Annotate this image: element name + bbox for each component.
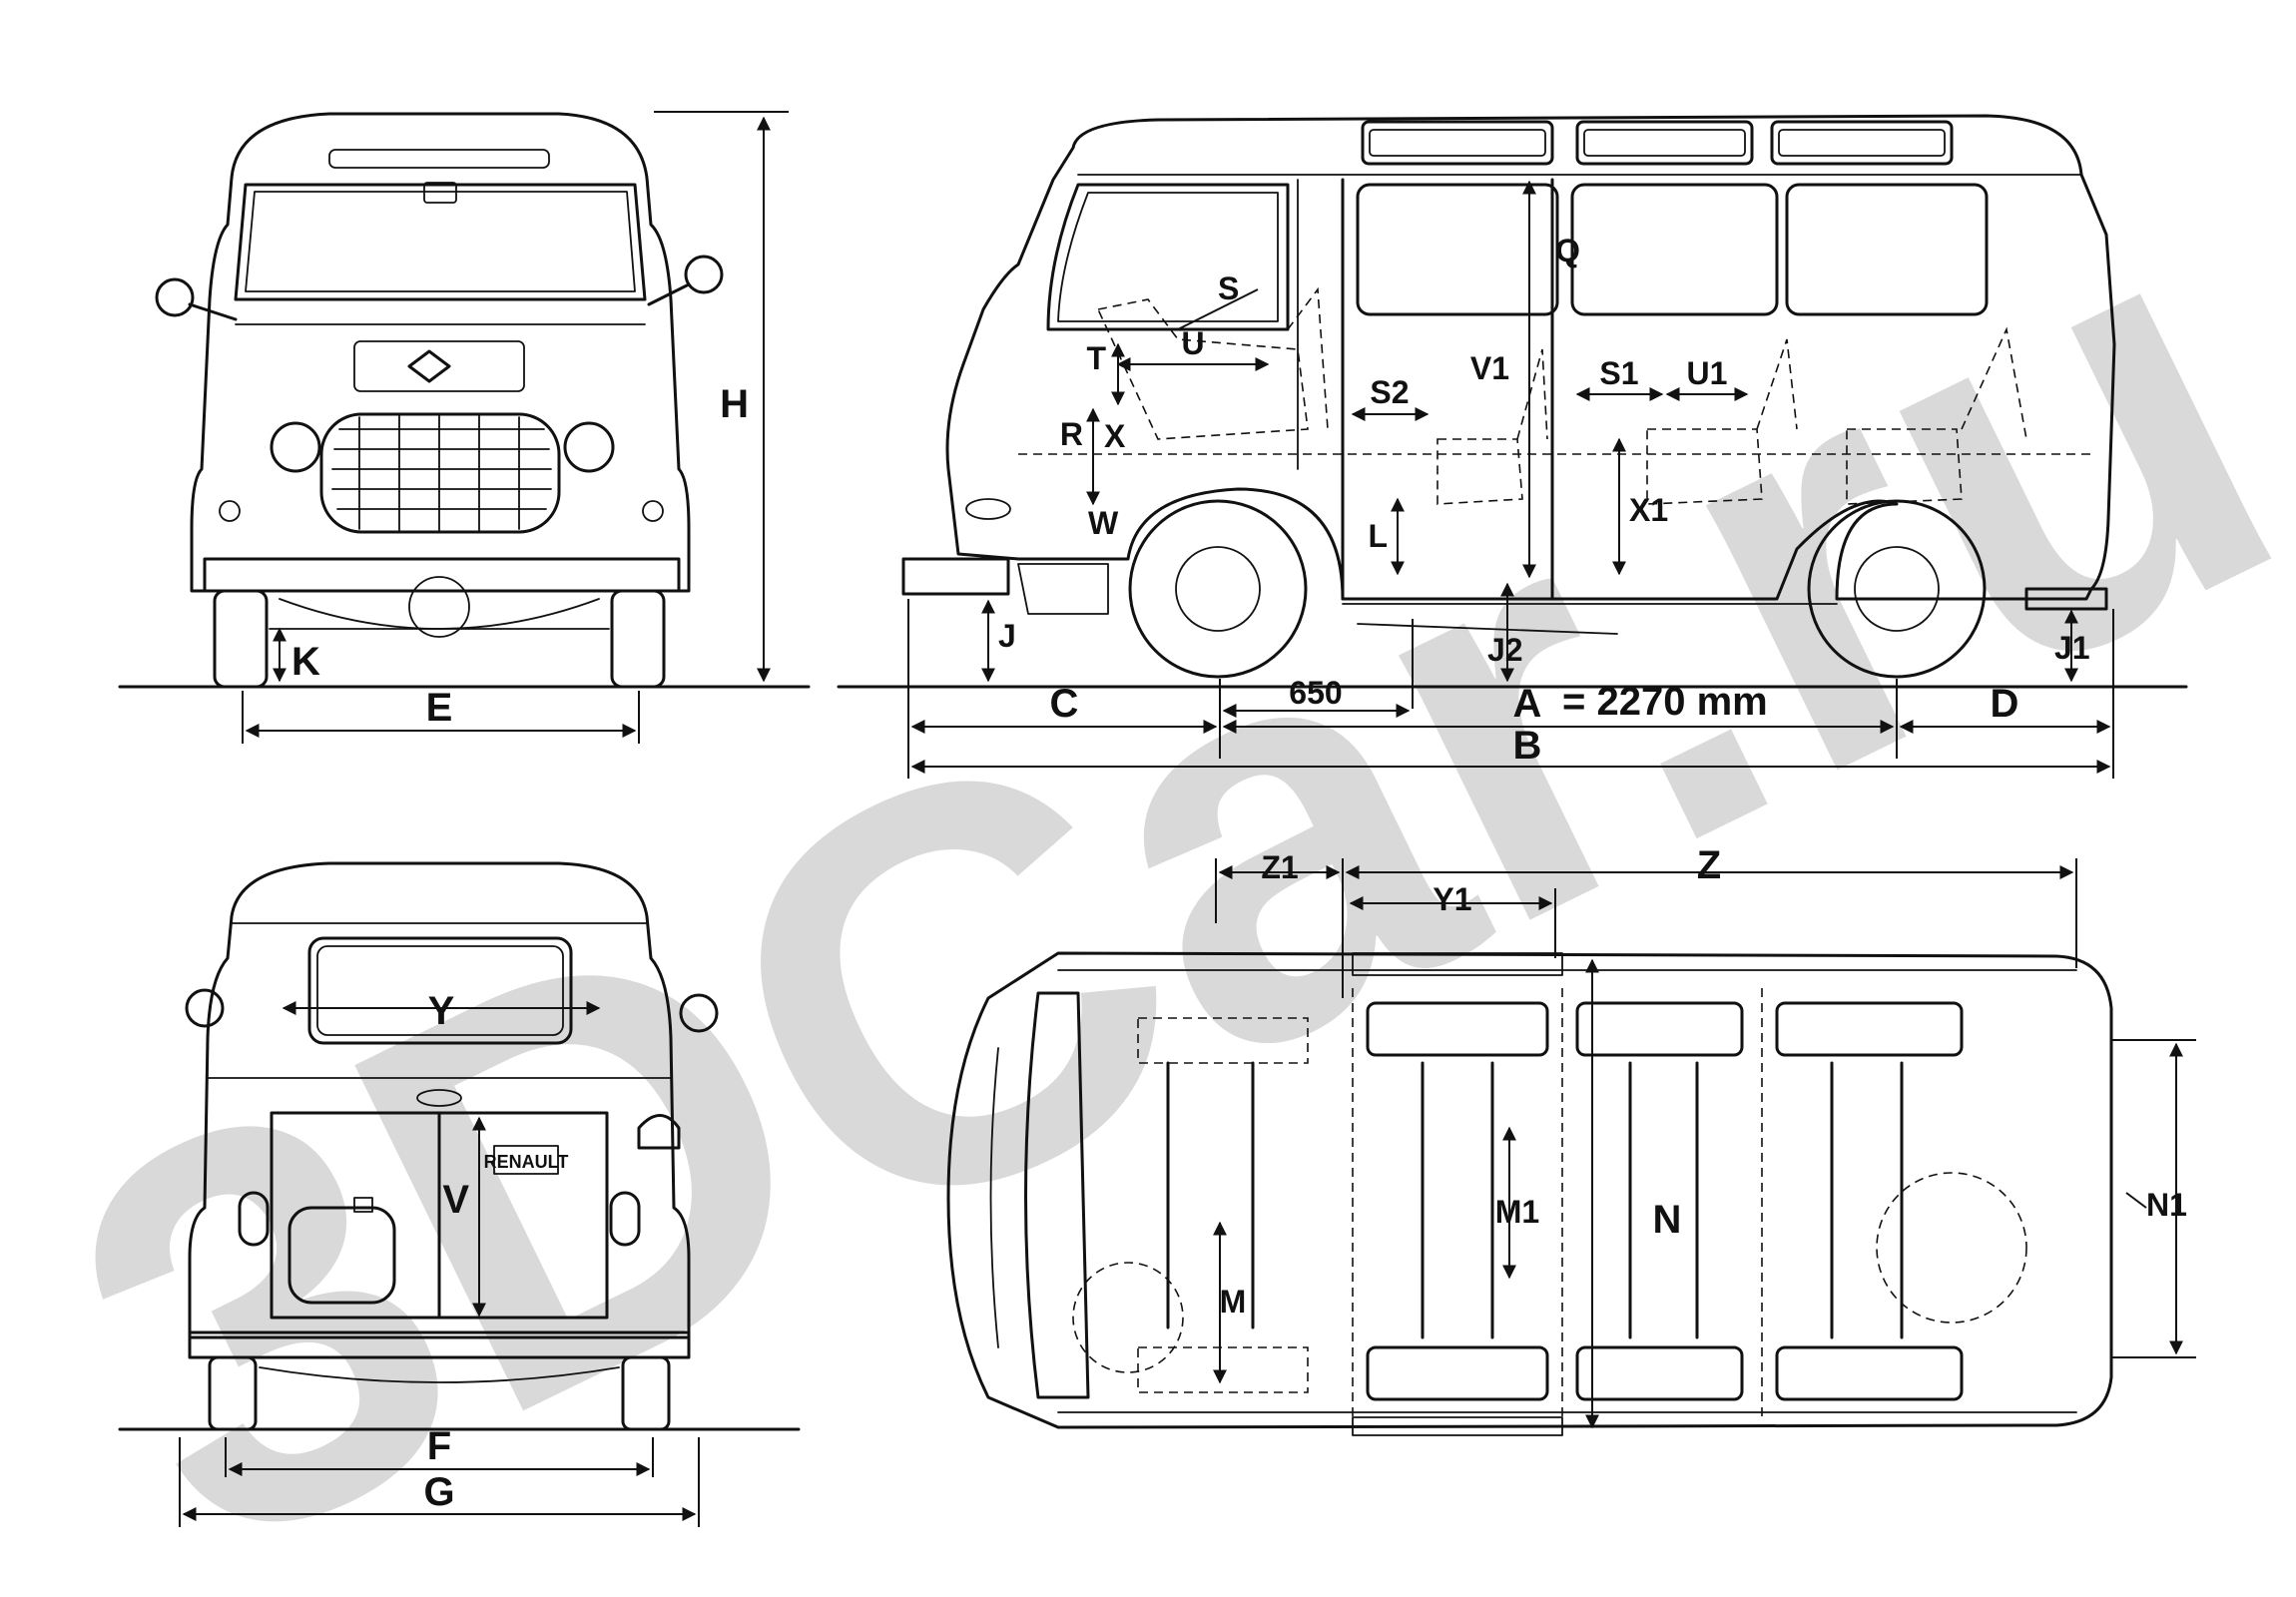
dim-label-t: T: [1086, 340, 1106, 376]
rear-badge-text: RENAULT: [484, 1152, 569, 1172]
dim-label-m: M: [1220, 1284, 1247, 1320]
dim-label-c: C: [1050, 682, 1079, 726]
front-view: [155, 112, 724, 689]
dim-label-j2: J2: [1487, 632, 1523, 668]
side-view: [901, 114, 2116, 679]
rear-dimensions: Y V F G: [179, 989, 700, 1527]
dim-label-f: F: [427, 1424, 451, 1468]
dim-label-k: K: [291, 640, 320, 684]
side-dimensions: C A = 2270 mm D B 650 J J2 J1 Q V1 X1 S1…: [907, 180, 2114, 779]
dim-label-y1: Y1: [1433, 881, 1471, 917]
dim-label-x: X: [1104, 418, 1126, 454]
dim-label-650: 650: [1289, 675, 1342, 711]
top-dimensions: Z1 Z Y1 N M1 M N1: [1213, 843, 2196, 1429]
dim-label-n: N: [1653, 1198, 1682, 1242]
dim-label-j: J: [998, 618, 1016, 654]
dim-label-e: E: [426, 686, 453, 730]
dim-label-u1: U1: [1687, 355, 1728, 391]
dim-label-v: V: [442, 1178, 469, 1222]
dim-label-h: H: [720, 382, 749, 426]
rear-badge-box: [493, 1145, 559, 1175]
dim-label-b: B: [1513, 724, 1542, 768]
dim-label-q: Q: [1555, 233, 1580, 268]
dim-label-y: Y: [428, 989, 455, 1033]
dim-label-d: D: [1991, 682, 2019, 726]
dim-label-g: G: [423, 1470, 454, 1514]
dim-label-w: W: [1088, 505, 1119, 541]
dim-label-m1: M1: [1495, 1194, 1539, 1230]
wheelbase-value: = 2270 mm: [1562, 680, 1768, 724]
dim-label-z1: Z1: [1261, 849, 1298, 885]
rear-view: RENAULT: [185, 861, 719, 1431]
dim-label-s2: S2: [1370, 374, 1409, 410]
dim-label-l: L: [1368, 518, 1388, 554]
front-dimensions: H K E: [242, 111, 789, 744]
dim-label-n1: N1: [2146, 1187, 2187, 1223]
dim-label-j1: J1: [2054, 630, 2090, 666]
top-view: [946, 951, 2113, 1436]
dim-label-r: R: [1060, 416, 1083, 452]
dim-label-a: A: [1513, 682, 1542, 726]
dim-label-v1: V1: [1470, 350, 1509, 386]
dim-label-u: U: [1181, 325, 1204, 361]
dim-label-x1: X1: [1629, 492, 1668, 528]
dim-label-s1: S1: [1599, 355, 1638, 391]
dim-label-z: Z: [1697, 843, 1721, 887]
dim-label-s: S: [1218, 270, 1239, 306]
